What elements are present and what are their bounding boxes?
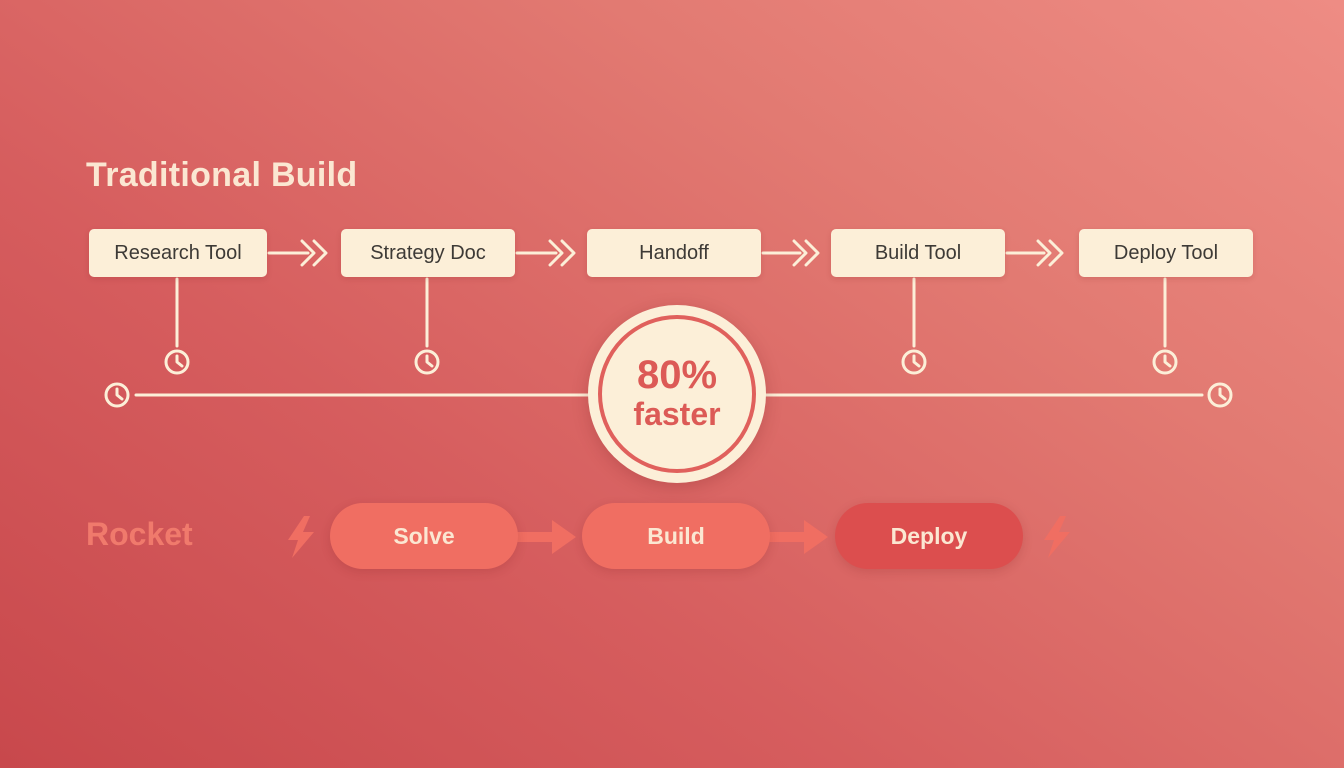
lightning-bolt-icon <box>288 516 314 558</box>
clock-icon <box>1207 382 1233 408</box>
rocket-title: Rocket <box>86 516 193 552</box>
speed-badge-value: 80% <box>636 353 718 397</box>
flow-arrow-icon <box>267 239 328 267</box>
rocket-step-build: Build <box>582 503 770 569</box>
speed-badge-label: faster <box>633 396 721 432</box>
speed-badge-ring: 80% faster <box>598 315 756 473</box>
rocket-arrow-icon <box>766 520 828 554</box>
clock-icon <box>104 382 130 408</box>
lightning-bolt-icon <box>1044 516 1070 558</box>
step-handoff: Handoff <box>587 229 761 277</box>
rocket-arrow-icon <box>514 520 576 554</box>
step-build-tool: Build Tool <box>831 229 1005 277</box>
flow-arrow-icon <box>1005 239 1064 267</box>
rocket-step-deploy: Deploy <box>835 503 1023 569</box>
traditional-build-title: Traditional Build <box>86 156 358 194</box>
step-research-tool: Research Tool <box>89 229 267 277</box>
speed-badge: 80% faster <box>588 305 766 483</box>
clock-icon <box>414 349 440 375</box>
step-deploy-tool: Deploy Tool <box>1079 229 1253 277</box>
rocket-step-solve: Solve <box>330 503 518 569</box>
clock-icon <box>901 349 927 375</box>
step-strategy-doc: Strategy Doc <box>341 229 515 277</box>
flow-arrow-icon <box>761 239 820 267</box>
clock-icon <box>164 349 190 375</box>
flow-arrow-icon <box>515 239 576 267</box>
clock-icon <box>1152 349 1178 375</box>
